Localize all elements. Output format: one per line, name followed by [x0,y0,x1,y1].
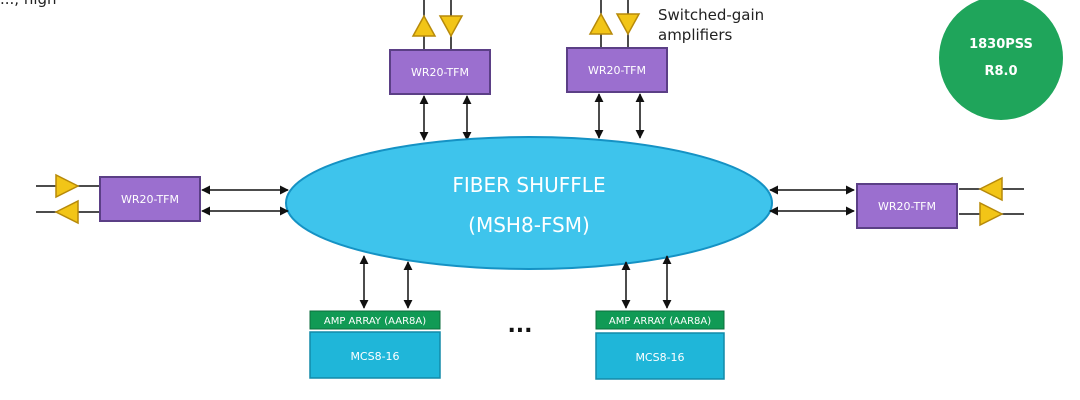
top-left-amplifier-pair [411,0,464,50]
wr-box-right-label: WR20-TFM [878,200,936,213]
wr-box-top-left-label: WR20-TFM [411,66,469,79]
amplifier-up-icon [411,14,437,37]
wr-box-left [99,176,201,222]
amp-array-right-label: AMP ARRAY (AAR8A) [609,316,711,327]
hub-title: FIBER SHUFFLE [452,173,605,197]
right-amplifier-pair [959,176,1024,227]
badge-release-label: R8.0 [984,64,1017,79]
fiber-shuffle-hub [285,136,773,270]
amplifier-right-icon [979,201,1004,227]
amplifier-down-icon [615,13,641,36]
amp-array-left [309,310,441,330]
amp-note-line1: Switched-gain [658,6,764,24]
top-left-text-fragment: ..., high [0,0,57,8]
amplifier-left-icon [54,199,79,225]
release-badge [939,0,1063,120]
amplifier-up-icon [588,12,614,35]
wr-box-top-right-label: WR20-TFM [588,64,646,77]
hub-subtitle: (MSH8-FSM) [468,213,590,237]
badge-product-label: 1830PSS [969,37,1033,52]
mcs-left [309,331,441,379]
amp-array-left-label: AMP ARRAY (AAR8A) [324,316,426,327]
amplifier-down-icon [438,15,464,38]
continuation-ellipsis: ... [507,313,532,338]
wr-box-top-left [389,49,491,95]
wr-box-right [856,183,958,229]
mcs-right-label: MCS8-16 [635,351,684,364]
mcs-left-label: MCS8-16 [350,350,399,363]
left-amplifier-pair [36,173,100,225]
mcs-right [595,332,725,380]
top-right-amplifier-pair [588,0,641,50]
amp-note-line2: amplifiers [658,26,733,44]
amplifier-left-icon [978,176,1003,202]
wr-box-top-right [566,47,668,93]
amp-array-right [595,310,725,330]
wr-box-left-label: WR20-TFM [121,193,179,206]
amplifier-right-icon [55,173,80,199]
